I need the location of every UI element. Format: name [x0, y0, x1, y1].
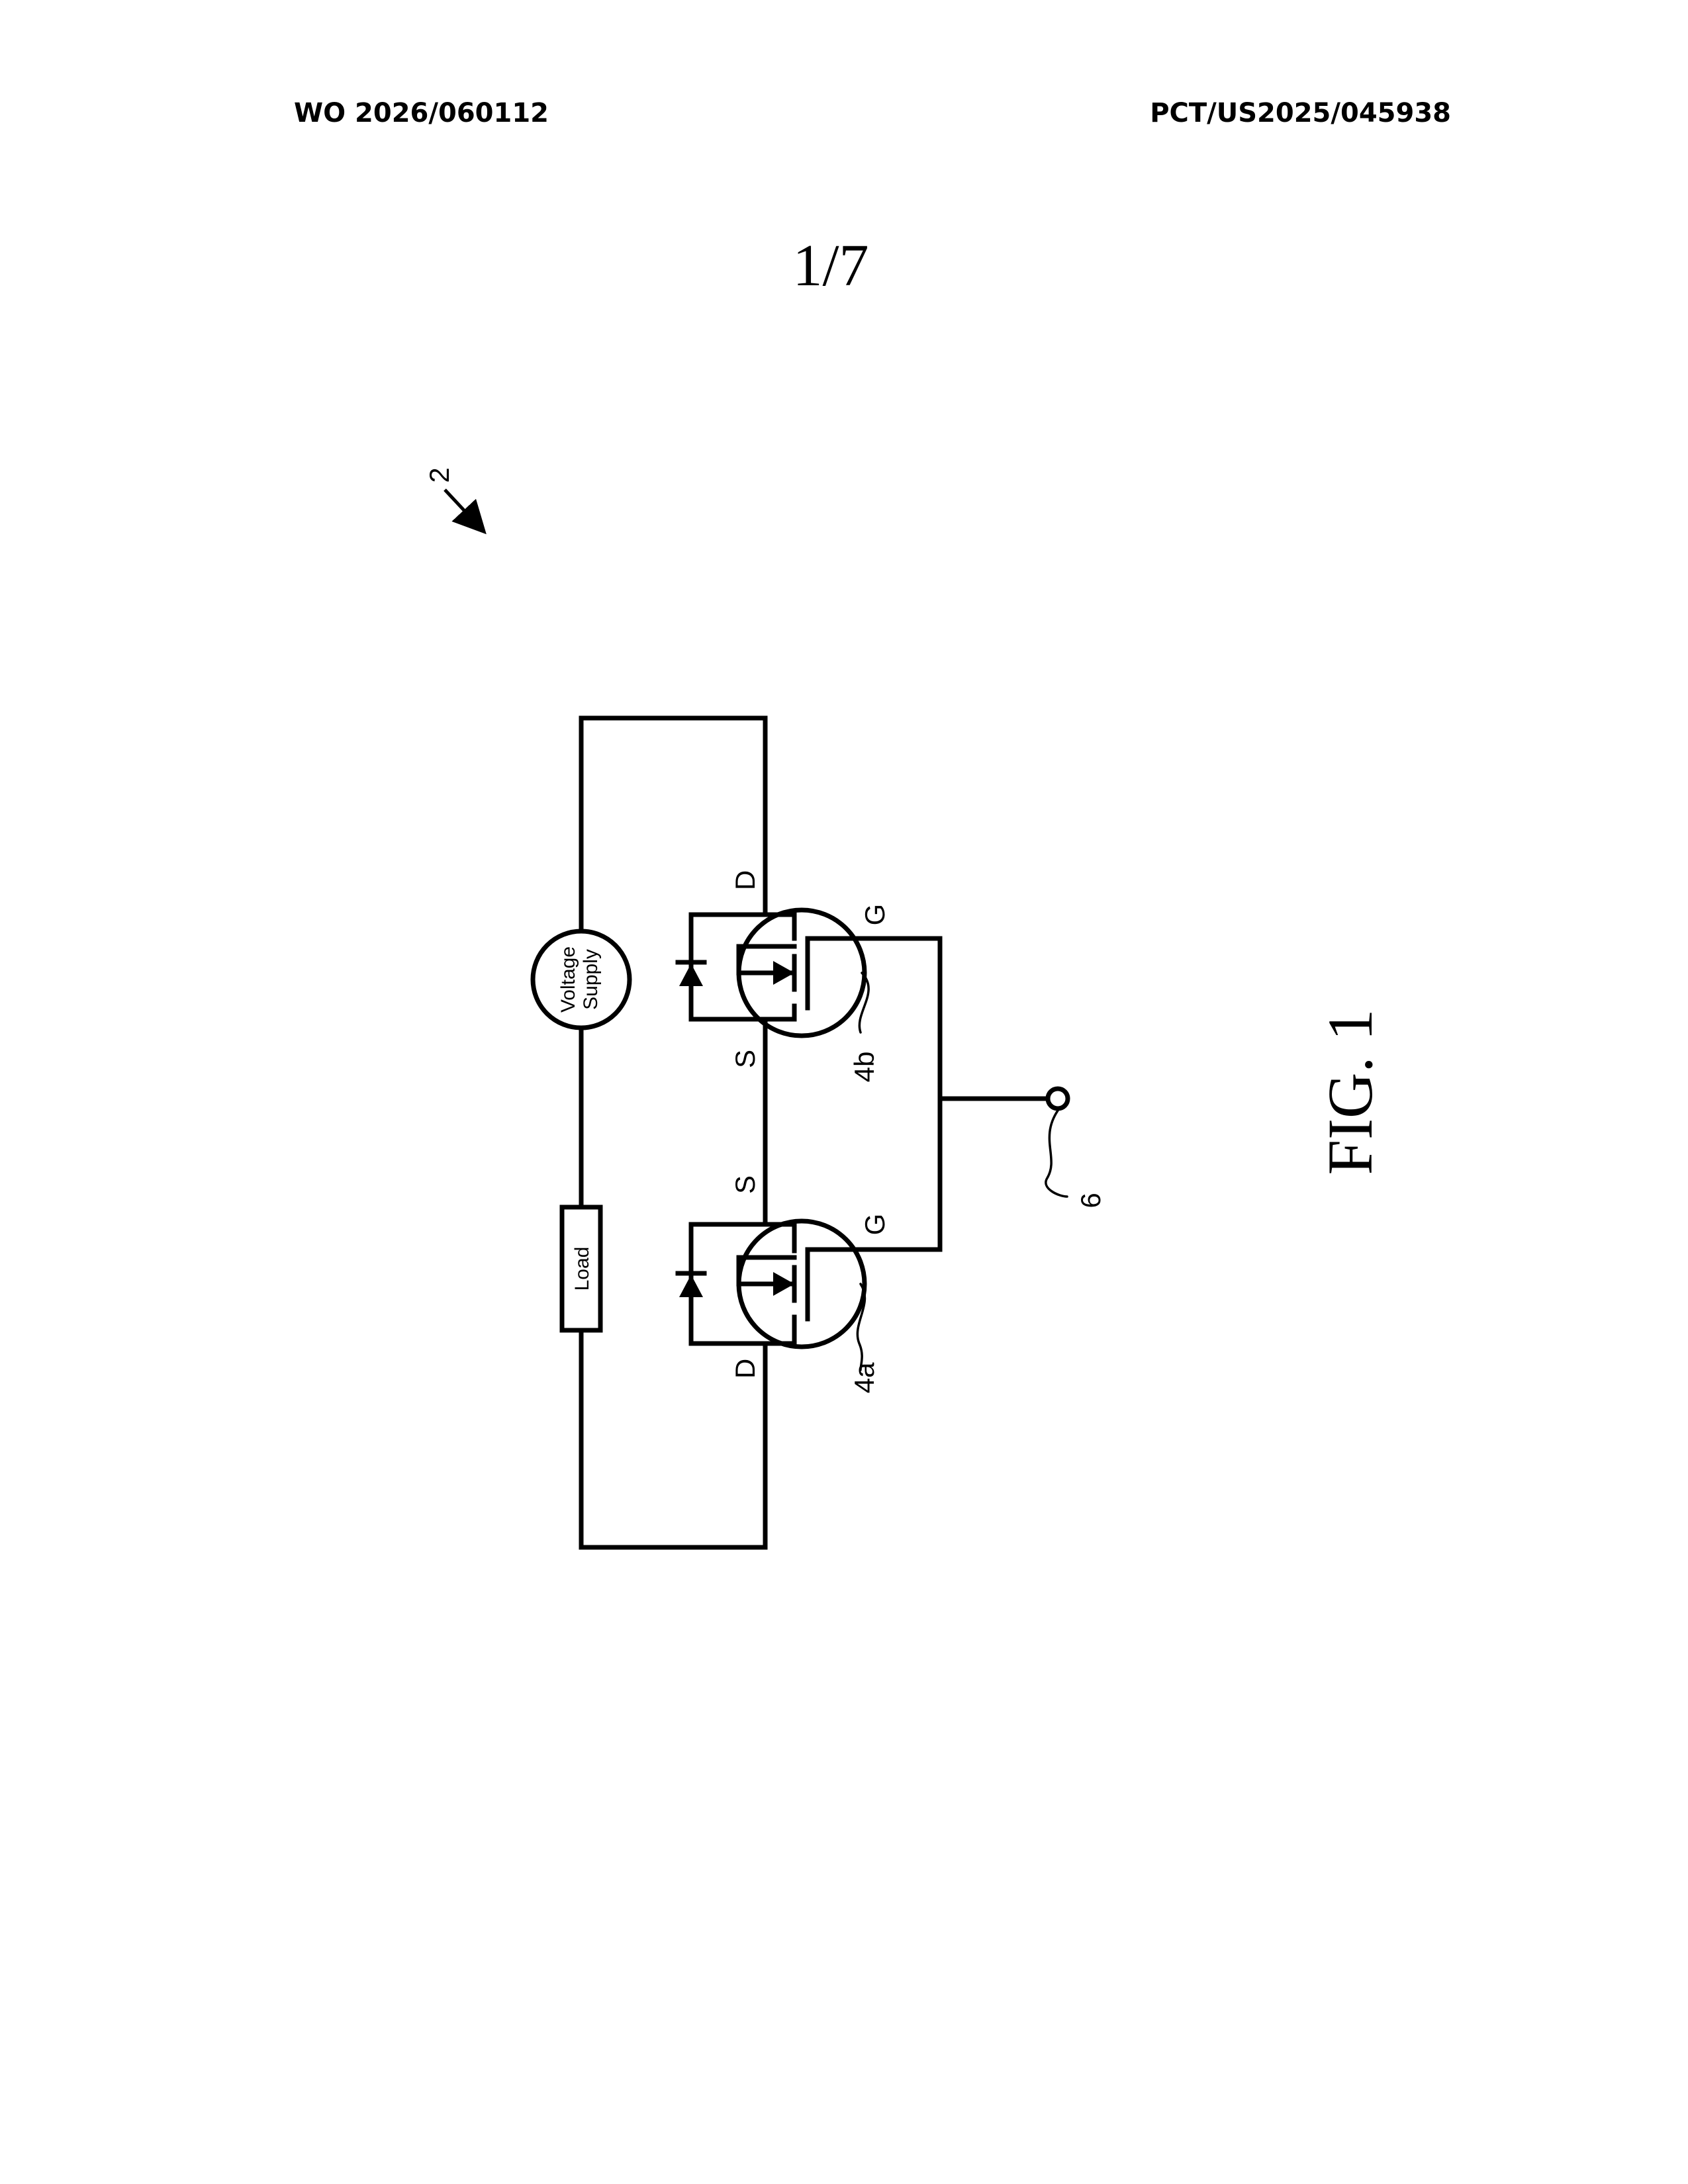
terminal-label-g-4a: G	[859, 1214, 890, 1236]
voltage-supply: Voltage Supply	[533, 931, 630, 1028]
terminal-label-d-4a: D	[729, 1359, 761, 1379]
ref-leader-gate-terminal	[1046, 1111, 1067, 1197]
ref-label-circuit: 2	[424, 467, 455, 482]
voltage-supply-label-line2: Supply	[580, 949, 602, 1010]
terminal-label-d-4b: D	[729, 870, 761, 890]
load-label: Load	[571, 1247, 593, 1291]
ref-arrow-circuit	[445, 490, 482, 529]
mosfet-4a: 4a S D G	[678, 1175, 890, 1393]
terminal-label-s-4b: S	[729, 1050, 761, 1068]
ref-label-mosfet-4a: 4a	[849, 1362, 880, 1393]
figure-caption: FIG. 1	[1315, 1009, 1385, 1175]
load-resistor: Load	[562, 1207, 600, 1330]
gate-bus	[879, 938, 940, 1250]
terminal-label-g-4b: G	[859, 904, 890, 926]
ref-label-gate-terminal: 6	[1075, 1193, 1106, 1208]
voltage-supply-label-line1: Voltage	[557, 946, 579, 1013]
ref-label-mosfet-4b: 4b	[849, 1052, 880, 1083]
gate-terminal-node	[1048, 1089, 1068, 1109]
terminal-label-s-4a: S	[729, 1175, 761, 1194]
mosfet-4b: 4b D S G	[678, 870, 890, 1083]
